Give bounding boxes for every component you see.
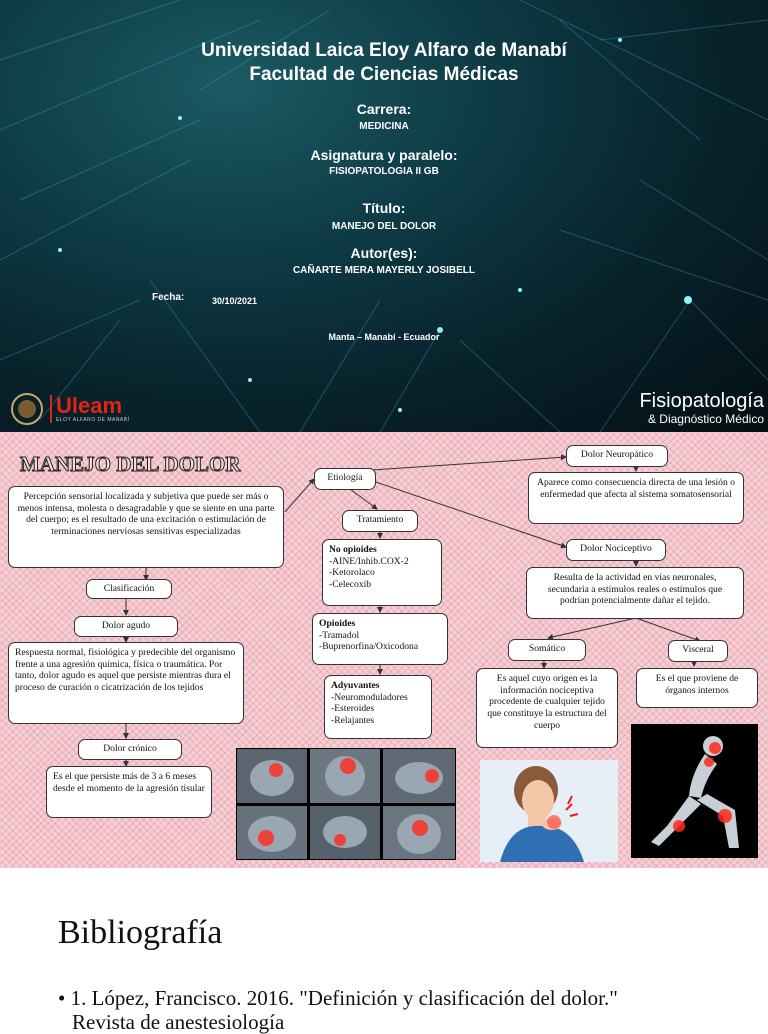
no-opioides-box: No opioides -AINE/Inhib.COX-2 -Ketorolac…	[322, 539, 442, 606]
subject-value: FISIOPATOLOGIA II GB	[329, 166, 439, 177]
visceral-box: Visceral	[668, 640, 728, 662]
definition-box: Percepción sensorial localizada y subjet…	[8, 486, 284, 568]
title-label: Título:	[362, 200, 406, 216]
adyuvantes-item: -Esteroides	[331, 703, 375, 715]
opioides-title: Opioides	[319, 618, 356, 629]
knee-pain-image	[631, 724, 758, 858]
agudo-text-box: Respuesta normal, fisiológica y predecib…	[8, 642, 244, 724]
university-name: Universidad Laica Eloy Alfaro de Manabí	[201, 40, 567, 61]
opioides-item: -Tramadol	[319, 629, 360, 641]
bibliography-item-line: Revista de anestesiología	[72, 1010, 285, 1034]
network-background	[0, 0, 768, 432]
subject-label: Asignatura y paralelo:	[310, 147, 458, 163]
pain-collage-image	[236, 748, 456, 860]
opioides-item: -Buprenorfina/Oxicodona	[319, 641, 419, 653]
bibliography-item: • 1. López, Francisco. 2016. "Definición…	[58, 986, 738, 1034]
nociceptivo-text-box: Resulta de la actividad en vías neuronal…	[526, 567, 744, 619]
place: Manta – Manabí - Ecuador	[328, 332, 440, 342]
cronico-text-box: Es el que persiste más de 3 a 6 meses de…	[46, 766, 212, 818]
brand-title: Fisiopatología	[639, 390, 764, 412]
author-value: CAÑARTE MERA MAYERLY JOSIBELL	[292, 265, 476, 276]
bibliography-slide: Bibliografía • 1. López, Francisco. 2016…	[0, 868, 768, 1034]
brand-logo: Fisiopatología & Diagnóstico Médico	[639, 390, 764, 426]
etiologia-box: Etiología	[314, 468, 376, 490]
faculty-name: Facultad de Ciencias Médicas	[249, 64, 519, 85]
no-opioides-item: -Celecoxib	[329, 579, 372, 591]
uleam-logo: Uleam ELOY ALFARO DE MANABÍ	[10, 392, 130, 426]
no-opioides-item: -AINE/Inhib.COX-2	[329, 555, 409, 567]
bibliography-item-line: • 1. López, Francisco. 2016. "Definición…	[58, 986, 618, 1010]
career-value: MEDICINA	[359, 121, 409, 132]
neck-pain-image	[480, 760, 618, 862]
uleam-logo-sub: ELOY ALFARO DE MANABÍ	[56, 417, 130, 423]
concept-map: MANEJO DEL DOLOR Percepción sensorial lo…	[0, 432, 768, 868]
title-value: MANEJO DEL DOLOR	[331, 221, 437, 232]
date-value: 30/10/2021	[212, 296, 258, 306]
map-title: MANEJO DEL DOLOR	[20, 452, 242, 477]
neuropatico-text-box: Aparece como consecuencia directa de una…	[528, 472, 744, 524]
adyuvantes-title: Adyuvantes	[331, 680, 380, 691]
dolor-agudo-box: Dolor agudo	[74, 616, 178, 637]
brand-subtitle: & Diagnóstico Médico	[647, 412, 764, 426]
adyuvantes-item: -Relajantes	[331, 715, 375, 727]
neuropatico-box: Dolor Neuropático	[566, 445, 668, 467]
date-label: Fecha:	[152, 292, 185, 303]
no-opioides-title: No opioides	[329, 544, 377, 555]
dolor-cronico-box: Dolor crónico	[78, 739, 182, 760]
adyuvantes-item: -Neuromoduladores	[331, 691, 408, 703]
cover-slide: Universidad Laica Eloy Alfaro de Manabí …	[0, 0, 768, 432]
opioides-box: Opioides -Tramadol -Buprenorfina/Oxicodo…	[312, 613, 448, 665]
seal-icon	[11, 393, 43, 425]
visceral-text-box: Es el que proviene de órganos internos	[636, 668, 758, 708]
bibliography-heading: Bibliografía	[58, 914, 223, 951]
somatico-box: Somático	[508, 639, 586, 661]
career-label: Carrera:	[356, 101, 412, 117]
uleam-logo-text: Uleam	[56, 393, 123, 418]
nociceptivo-box: Dolor Nociceptivo	[566, 539, 666, 561]
adyuvantes-box: Adyuvantes -Neuromoduladores -Esteroides…	[324, 675, 432, 739]
tratamiento-box: Tratamiento	[342, 510, 418, 532]
author-label: Autor(es):	[350, 245, 418, 261]
somatico-text-box: Es aquel cuyo origen es la información n…	[476, 668, 618, 748]
no-opioides-item: -Ketorolaco	[329, 567, 375, 579]
clasificacion-box: Clasificación	[86, 579, 172, 599]
connector-lines	[123, 454, 701, 767]
